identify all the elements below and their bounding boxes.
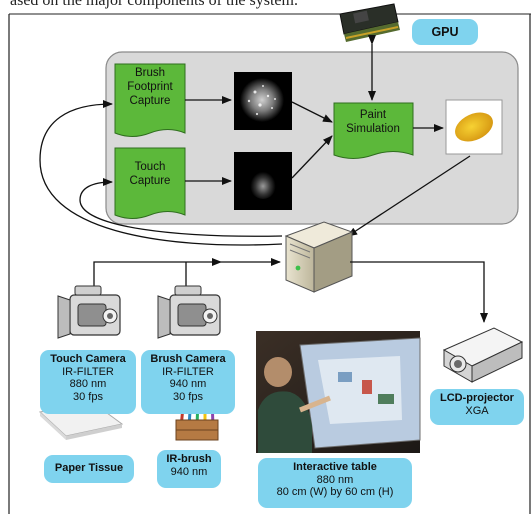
brush-camera-filter: IR-FILTER [162,365,214,378]
touch-capture-label: Touch Capture [129,161,171,187]
gpu-label: GPU [412,19,478,45]
interactive-table-size: 80 cm (W) by 60 cm (H) [276,486,394,498]
ir-brush-wavelength: 940 nm [170,465,208,478]
touch-camera-wavelength: 880 nm [69,378,107,390]
interactive-table-label: Interactive table 880 nm 80 cm (W) by 60… [258,458,412,508]
touch-camera-label: Touch Camera IR-FILTER 880 nm 30 fps [40,350,136,414]
touch-camera-filter: IR-FILTER [62,365,114,378]
touch-camera-title: Touch Camera [50,353,126,365]
paper-tissue-label: Paper Tissue [44,455,134,483]
brush-camera-label: Brush Camera IR-FILTER 940 nm 30 fps [141,350,235,414]
brush-camera-wavelength: 940 nm [169,378,207,390]
gpu-card-image [339,3,400,42]
interactive-table-photo [256,331,421,453]
touch-capture-shape [114,147,186,219]
pc-tower-image [284,221,354,293]
brush-camera-title: Brush Camera [150,353,226,365]
ir-brush-label: IR-brush 940 nm [157,450,221,488]
paper-tissue-title: Paper Tissue [54,462,124,474]
brush-footprint-capture-label: Brush Footprint Capture [127,67,173,107]
projector-title: LCD-projector [440,392,514,404]
interactive-table-wavelength: 880 nm [316,473,354,486]
projector-label: LCD-projector XGA [430,389,524,425]
projector-resolution: XGA [465,404,489,417]
paint-simulation-shape [333,102,414,159]
paint-result-image [445,99,503,155]
brush-camera-fps: 30 fps [173,390,203,403]
touch-camera-fps: 30 fps [73,390,103,403]
brush-footprint-capture-shape [114,63,186,137]
projector-image [442,327,524,383]
brush-camera-image [157,285,221,339]
touch-camera-image [57,285,121,339]
ir-brush-title: IR-brush [166,453,212,465]
paint-simulation-label: Paint Simulation [346,109,400,135]
interactive-table-title: Interactive table [293,461,377,473]
figure-caption-fragment: ased on the major components of the syst… [10,0,298,9]
